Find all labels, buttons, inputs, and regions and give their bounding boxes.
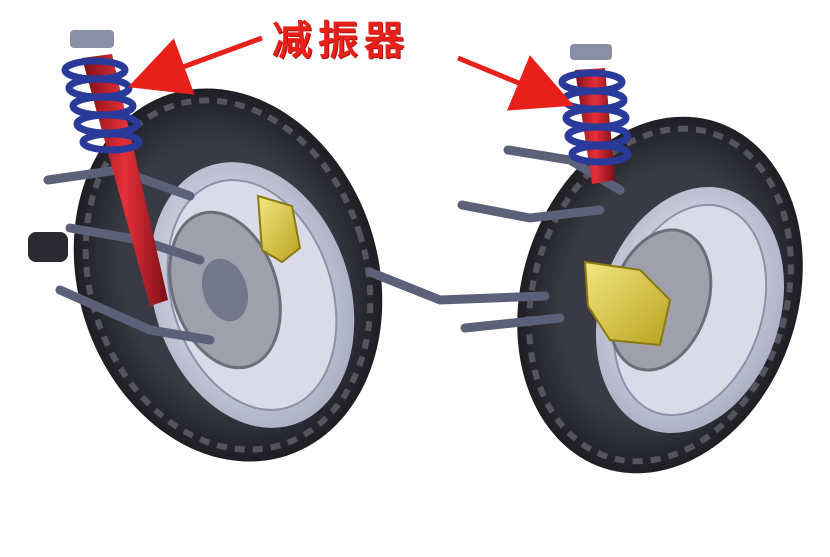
shock-absorber-label: 减振器 (272, 18, 410, 64)
right-brake-caliper (583, 260, 672, 347)
arrow-to-right-shock (457, 55, 574, 111)
left-brake-disc (168, 210, 282, 370)
left-top-mount (70, 30, 114, 48)
arrow-to-left-shock (127, 35, 263, 95)
left-suspension-assembly (28, 30, 383, 462)
right-suspension-assembly (365, 44, 803, 474)
left-bushing (28, 232, 68, 262)
left-brake-caliper (256, 194, 302, 264)
right-top-mount (570, 44, 612, 60)
